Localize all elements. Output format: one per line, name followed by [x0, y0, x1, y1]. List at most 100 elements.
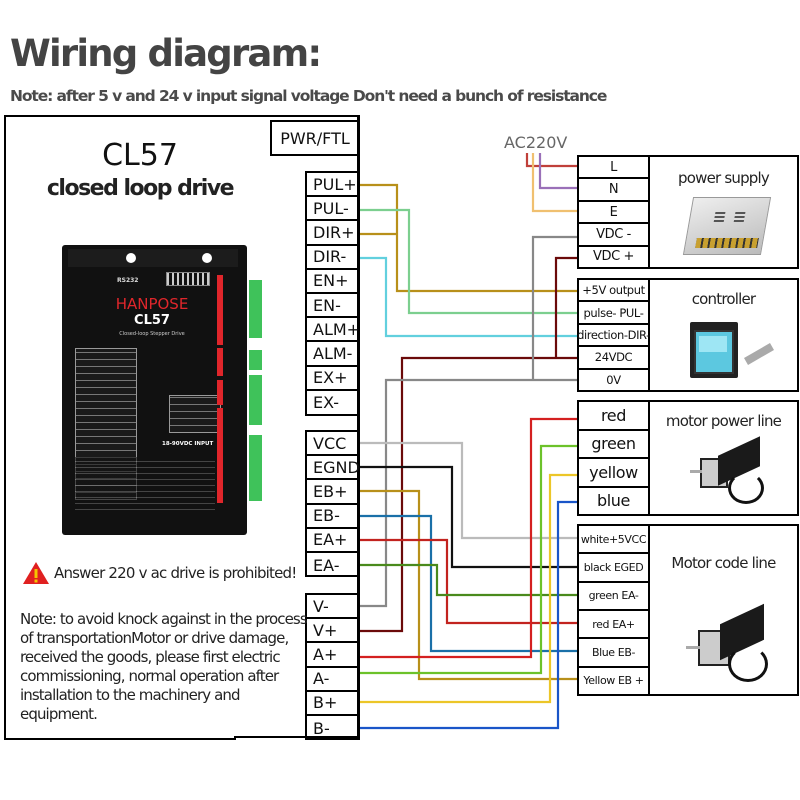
a-minus-wire: [360, 444, 577, 675]
delay-table: [169, 395, 221, 433]
terminal-eb-: EB-: [307, 505, 358, 529]
terminal-pul-: PUL+: [307, 173, 358, 198]
terminal-ex-: EX-: [313, 393, 340, 413]
drive-panel: [4, 115, 236, 740]
ac-l-wire: [525, 153, 577, 168]
terminal-b-: B-: [313, 718, 330, 738]
terminal-en-: EN-: [307, 294, 358, 319]
power-supply-title: power supply: [678, 169, 770, 187]
encoder-motor-image: [686, 603, 768, 684]
terminal-block: [249, 280, 262, 338]
terminal-eb-: EB+: [307, 480, 358, 505]
terminal-label: VDC -: [579, 224, 648, 247]
terminal-vcc: VCC: [307, 432, 358, 457]
eb-plus-wire: [360, 489, 577, 681]
terminal-label: direction-DIR-: [577, 325, 650, 348]
drive-caption: Closed-loop Stepper Drive: [119, 331, 185, 337]
warning: Answer 220 v ac drive is prohibited!: [22, 561, 297, 585]
terminal-v-: V+: [307, 619, 358, 644]
pwr-ftl-label: PWR/FTL: [270, 120, 358, 156]
motor-image: [690, 436, 764, 504]
pul-minus-wire: [360, 208, 577, 315]
terminal-label: Yellow EB +: [583, 674, 644, 688]
ac-n-wire: [538, 153, 577, 190]
terminal-egnd: EGND: [307, 456, 360, 481]
terminal-label: black EGED: [579, 554, 648, 583]
page-subtitle: Note: after 5 v and 24 v input signal vo…: [10, 87, 607, 105]
led-codes: [75, 457, 215, 515]
warning-text: Answer 220 v ac drive is prohibited!: [54, 564, 297, 582]
terminal-label: green EA-: [579, 583, 648, 611]
drive-subtitle: closed loop drive: [46, 176, 235, 201]
terminal-alm-: ALM+: [307, 318, 360, 343]
v-minus-wire: [360, 235, 577, 608]
signal-terminal-group: PUL+PUL-DIR+DIR-EN+EN-ALM+ALM-EX+EX-: [305, 171, 360, 416]
ac220v-label: AC220V: [504, 133, 568, 152]
drive-photo-model: CL57: [134, 313, 170, 328]
input-voltage-label: 18-90VDC INPUT: [162, 441, 214, 447]
terminal-block: [249, 375, 262, 425]
controller-image: [690, 322, 738, 378]
terminal-label: red: [579, 402, 648, 431]
terminal-label: 0V: [606, 372, 621, 387]
dir-minus-wire: [360, 256, 577, 338]
terminal-label: L: [579, 157, 648, 180]
b-minus-wire: [360, 500, 577, 730]
terminal-label: pulse- PUL-: [579, 302, 648, 325]
terminal-ea-: EA-: [313, 555, 340, 575]
terminal-label: yellow: [579, 459, 648, 488]
drive-brand: HANPOSE: [115, 295, 189, 313]
page-title: Wiring diagram:: [10, 32, 322, 75]
terminal-ex-: EX+: [307, 367, 358, 391]
v-plus-wire: [360, 256, 577, 633]
terminal-dir-: DIR-: [307, 246, 358, 270]
warning-icon: [23, 562, 49, 584]
a-plus-wire: [360, 417, 577, 659]
terminal-block: [249, 435, 262, 501]
motor-power-title: motor power line: [665, 412, 782, 430]
power-terminal-group: V-V+A+A-B+B-: [305, 593, 360, 740]
terminal-label: VDC +: [592, 249, 634, 265]
terminal-a-: A-: [307, 668, 358, 692]
terminal-b-: B+: [307, 692, 358, 716]
terminal-label: +5V output: [579, 280, 648, 303]
terminal-label: E: [579, 202, 648, 225]
terminal-pul-: PUL-: [307, 197, 358, 222]
b-plus-wire: [360, 473, 577, 704]
power-supply-image: [682, 197, 772, 255]
drive-panel-edge: [234, 115, 360, 738]
transport-note: Note: to avoid knock against in the proc…: [20, 610, 308, 723]
dip-switch: [166, 272, 210, 286]
terminal-label: Blue EB-: [579, 639, 648, 668]
terminal-ea-: EA+: [307, 529, 358, 553]
terminal-label: blue: [597, 491, 630, 511]
terminal-label: white+5VCC: [579, 526, 648, 555]
drive-model: CL57: [102, 138, 178, 173]
terminal-dir-: DIR+: [307, 221, 358, 246]
terminal-label: green: [579, 431, 648, 459]
terminal-a-: A+: [307, 643, 358, 668]
motor-code-title: Motor code line: [671, 554, 776, 572]
terminal-block: [249, 350, 262, 370]
terminal-alm-: ALM-: [307, 342, 358, 367]
drive-photo: RS232 HANPOSE CL57 Closed-loop Stepper D…: [62, 245, 262, 535]
ea-plus-wire: [360, 538, 577, 625]
egnd-wire: [360, 465, 577, 569]
ac-e-wire: [531, 153, 577, 213]
terminal-en-: EN+: [307, 270, 358, 294]
pul-plus-wire: [360, 183, 577, 293]
terminal-label: red EA+: [579, 611, 648, 640]
terminal-v-: V-: [307, 595, 358, 620]
ea-minus-wire: [360, 563, 577, 597]
vcc-wire: [360, 441, 577, 540]
rs232-label: RS232: [117, 277, 139, 284]
terminal-label: N: [579, 179, 648, 202]
terminal-label: 24VDC: [579, 347, 648, 370]
eb-minus-wire: [360, 514, 577, 653]
controller-title: controller: [691, 290, 756, 308]
